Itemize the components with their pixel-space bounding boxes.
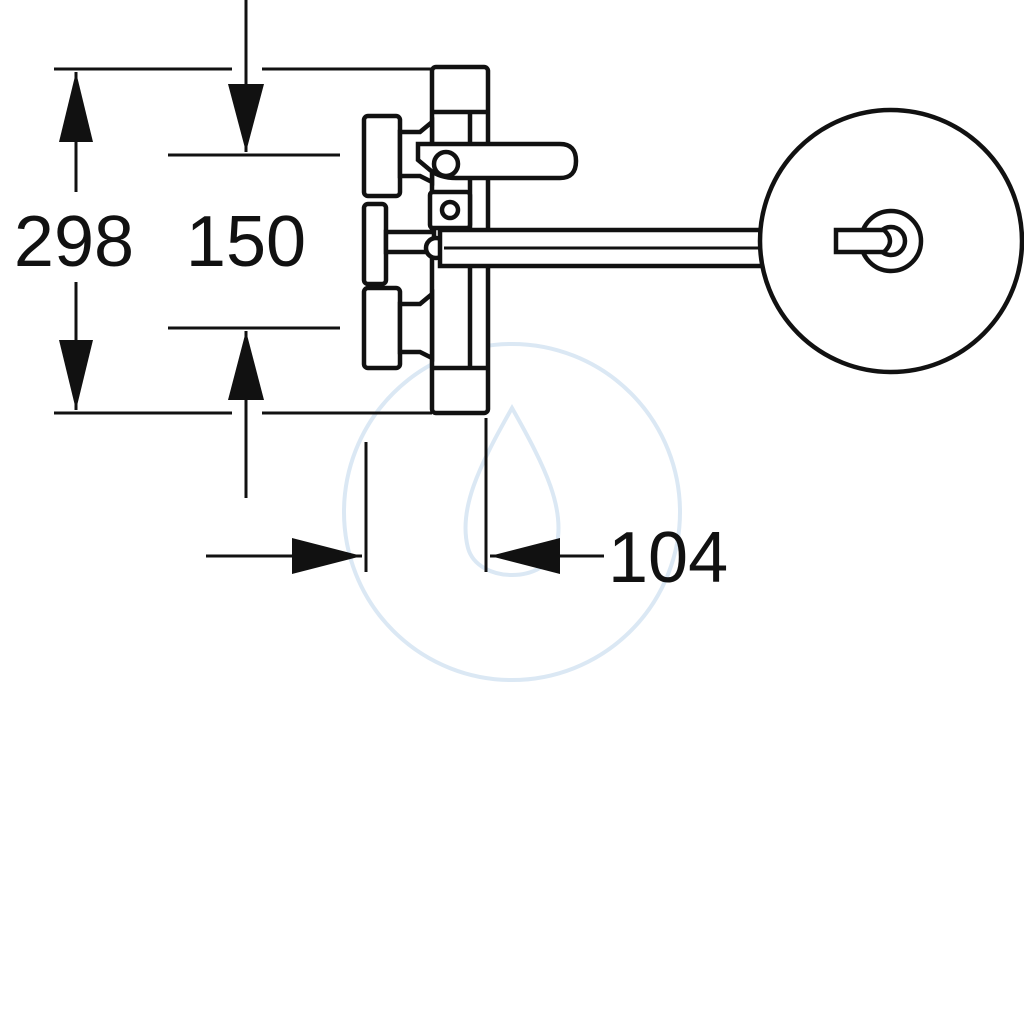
arrowhead-right-104 [292,538,362,574]
watermark-logo-icon [342,342,682,682]
dimension-label-298: 298 [14,202,134,282]
arrowhead-up-298 [59,72,93,142]
mixer-side-view [361,64,1024,416]
dimension-150: 150 [168,0,340,498]
arrowhead-up-150 [228,331,264,400]
diverter-screw [439,199,461,221]
middle-handle [361,201,389,287]
lower-knob-stem [397,289,435,362]
arrowhead-left-104 [490,538,560,574]
dimension-label-104: 104 [608,518,728,598]
arrowhead-down-150 [228,84,264,152]
dimension-298: 298 [14,67,432,415]
lever-pivot [431,149,461,179]
lower-knob [361,285,403,371]
arrowhead-down-298 [59,340,93,410]
spout-arm-end [833,227,893,255]
dimension-104: 104 [206,418,728,598]
dimension-label-150: 150 [186,202,306,282]
upper-knob [361,113,403,199]
